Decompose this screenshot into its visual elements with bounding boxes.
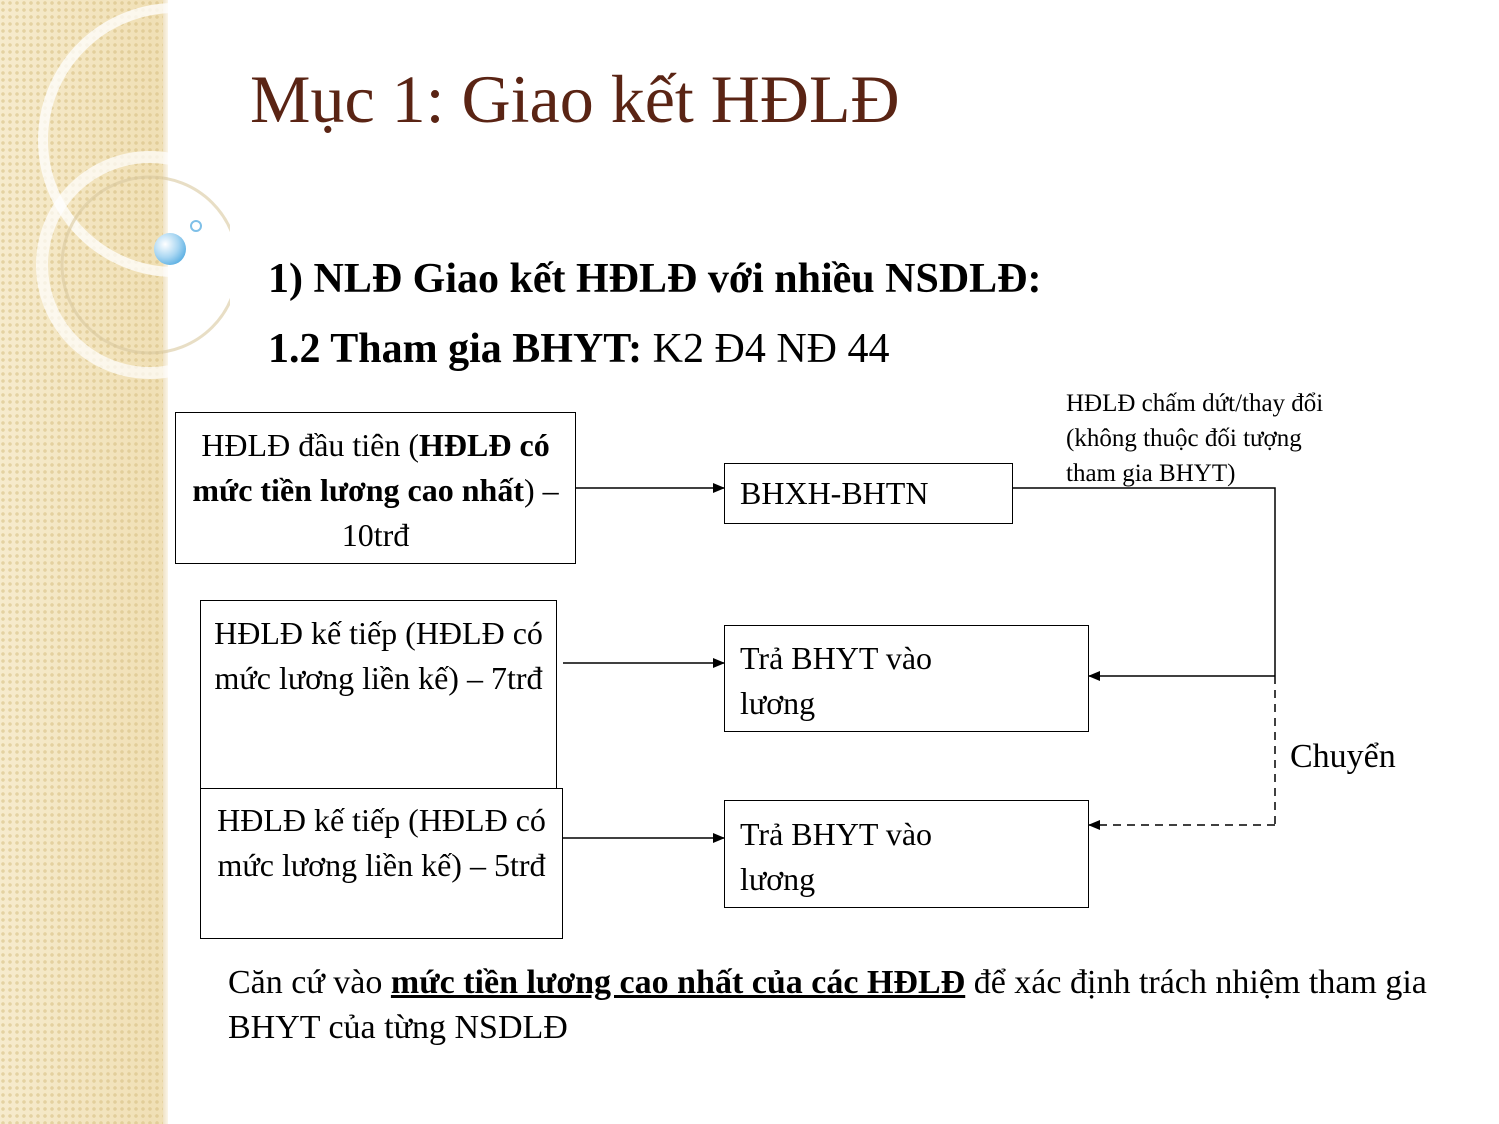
box-pay-bhyt-1: Trả BHYT vào lương: [724, 625, 1089, 732]
decorative-rings: [36, 3, 230, 379]
slide-title: Mục 1: Giao kết HĐLĐ: [250, 61, 900, 137]
box-bhxh-bhtn: BHXH-BHTN: [724, 463, 1013, 524]
bubble-small: [190, 220, 202, 232]
subtitle-1: 1) NLĐ Giao kết HĐLĐ với nhiều NSDLĐ:: [268, 256, 1042, 302]
termination-note: HĐLĐ chấm dứt/thay đổi (không thuộc đối …: [1066, 390, 1324, 487]
connector-bhxh-right: [1013, 487, 1276, 676]
footer-note: Căn cứ vào mức tiền lương cao nhất của c…: [228, 964, 1427, 1046]
box-next-contract-7: HĐLĐ kế tiếp (HĐLĐ có mức lương liền kế)…: [200, 600, 557, 796]
subtitle-2: 1.2 Tham gia BHYT: K2 Đ4 NĐ 44: [268, 326, 890, 372]
box-pay-bhyt-2: Trả BHYT vào lương: [724, 800, 1089, 908]
sidebar-edge: [163, 0, 168, 1124]
box-first-contract: HĐLĐ đầu tiên (HĐLĐ có mức tiền lương ca…: [175, 412, 576, 564]
transfer-label: Chuyển: [1290, 738, 1396, 775]
bubble-large: [154, 233, 186, 265]
box-next-contract-5: HĐLĐ kế tiếp (HĐLĐ có mức lương liền kế)…: [200, 788, 563, 939]
